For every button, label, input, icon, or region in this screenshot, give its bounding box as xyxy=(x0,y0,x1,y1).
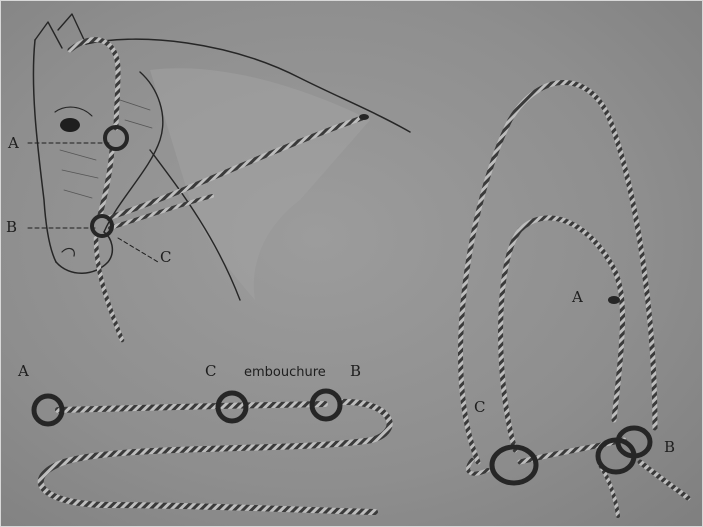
neck-shading xyxy=(150,68,370,300)
cheek-rope xyxy=(100,150,112,215)
label-bridle-c: C xyxy=(474,400,485,415)
knot-a xyxy=(608,296,620,304)
ring-left xyxy=(492,447,536,483)
label-bit-c: C xyxy=(205,364,216,379)
lead-rope xyxy=(96,238,122,340)
ear-right xyxy=(58,14,86,44)
mouthpiece-figure xyxy=(34,391,390,512)
ear-left xyxy=(35,22,62,48)
eye xyxy=(60,118,80,132)
headstall-rope xyxy=(70,40,118,128)
mouthpiece-rope-loop xyxy=(41,402,390,512)
ring-b xyxy=(92,216,112,236)
face-profile xyxy=(33,40,56,262)
label-bridle-b: B xyxy=(664,440,675,455)
outer-loop xyxy=(461,83,655,463)
muzzle xyxy=(56,232,112,273)
label-head-b: B xyxy=(6,220,17,235)
withers-knot xyxy=(359,114,369,120)
label-bit-b: B xyxy=(350,364,361,379)
label-bridle-a: A xyxy=(572,290,583,305)
label-bit-a: A xyxy=(18,364,29,379)
label-bit-word: embouchure xyxy=(244,366,326,379)
horse-head-figure xyxy=(28,14,410,300)
inner-loop xyxy=(501,218,623,450)
label-head-a: A xyxy=(8,136,19,151)
mouthpiece-bar xyxy=(58,404,325,410)
nostril xyxy=(62,249,74,256)
label-head-c: C xyxy=(160,250,171,265)
leader-c xyxy=(118,238,158,262)
brow-line xyxy=(55,107,92,116)
tail-rope-right xyxy=(640,462,688,498)
